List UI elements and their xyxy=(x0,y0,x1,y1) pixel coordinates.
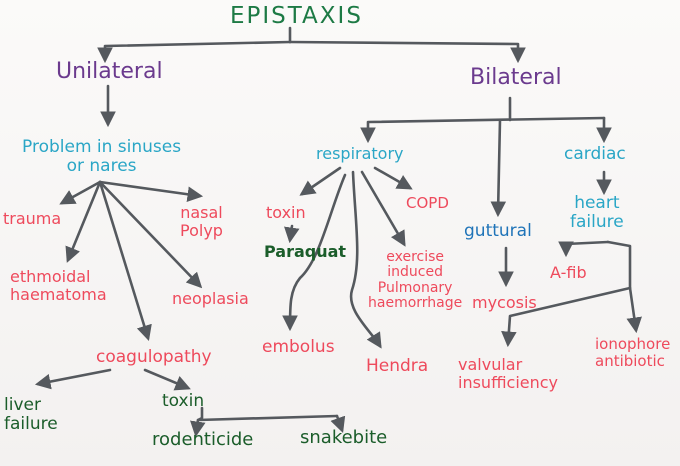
arrow-toxin-split xyxy=(196,406,339,422)
node-exercise-induced-pulmonary-haemorrhage: exercise induced Pulmonary haemorrhage xyxy=(368,249,463,312)
arrow-resp-exercise xyxy=(360,170,406,247)
arrow-to-rodenticide xyxy=(190,418,206,438)
node-bilateral: Bilateral xyxy=(470,65,562,90)
node-trauma: trauma xyxy=(3,209,62,228)
node-neoplasia: neoplasia xyxy=(172,289,249,308)
arrow-resp-copd xyxy=(373,166,413,190)
arrow-resp-hendra xyxy=(349,170,382,349)
arrow-resp-toxin xyxy=(299,166,342,196)
node-ethmoidal-haematoma: ethmoidal haematoma xyxy=(10,267,107,304)
node-hendra: Hendra xyxy=(366,356,429,376)
node-snakebite: snakebite xyxy=(300,427,388,448)
arrow-resp-embolus xyxy=(282,173,347,332)
arrow-to-ionophore xyxy=(626,286,642,334)
node-heart-failure: heart failure xyxy=(570,193,624,232)
node-rodenticide: rodenticide xyxy=(152,429,254,450)
node-guttural: guttural xyxy=(464,221,532,241)
node-a-fib: A-fib xyxy=(550,263,587,282)
node-mycosis: mycosis xyxy=(472,293,537,312)
node-respiratory: respiratory xyxy=(316,144,404,163)
arrow-sinuses-neoplasia xyxy=(98,180,203,289)
node-nasal-polyp: nasal Polyp xyxy=(180,203,223,240)
node-copd: COPD xyxy=(406,194,449,212)
arrow-toxin-paraquat xyxy=(284,224,300,244)
node-unilateral: Unilateral xyxy=(56,59,163,84)
node-ionophore-antibiotic: ionophore antibiotic xyxy=(595,335,671,370)
arrow-to-snakebite xyxy=(330,414,346,433)
node-paraquat: Paraquat xyxy=(264,242,347,261)
node-coagulopathy: coagulopathy xyxy=(96,347,212,367)
node-valvular-insufficiency: valvular insufficiency xyxy=(458,355,559,392)
node-cardiac: cardiac xyxy=(564,144,626,164)
arrow-sinuses-ethmoidal xyxy=(65,180,102,263)
arrow-to-guttural xyxy=(490,118,507,218)
arrow-sinuses-polyp xyxy=(98,180,204,202)
arrow-sinuses-trauma xyxy=(59,180,102,205)
arrow-coag-toxin xyxy=(143,368,191,391)
node-toxin-coagulopathy: toxin xyxy=(162,391,205,411)
arrow-sinuses-coagulopathy xyxy=(98,180,152,341)
arrow-heart-afib xyxy=(558,240,610,258)
arrow-heart-down xyxy=(606,240,632,290)
arrow-to-bilateral xyxy=(288,40,526,64)
node-liver-failure: liver failure xyxy=(4,395,58,434)
arrow-to-unilateral xyxy=(97,40,292,64)
node-embolus: embolus xyxy=(262,337,335,357)
diagram-title: EPISTAXIS xyxy=(230,3,363,29)
arrow-to-valvular xyxy=(501,286,632,348)
arrow-coag-liver xyxy=(34,368,112,390)
node-toxin-respiratory: toxin xyxy=(266,203,306,222)
arrow-bilateral-branch xyxy=(366,116,606,132)
node-sinuses-nares: Problem in sinuses or nares xyxy=(22,137,182,176)
